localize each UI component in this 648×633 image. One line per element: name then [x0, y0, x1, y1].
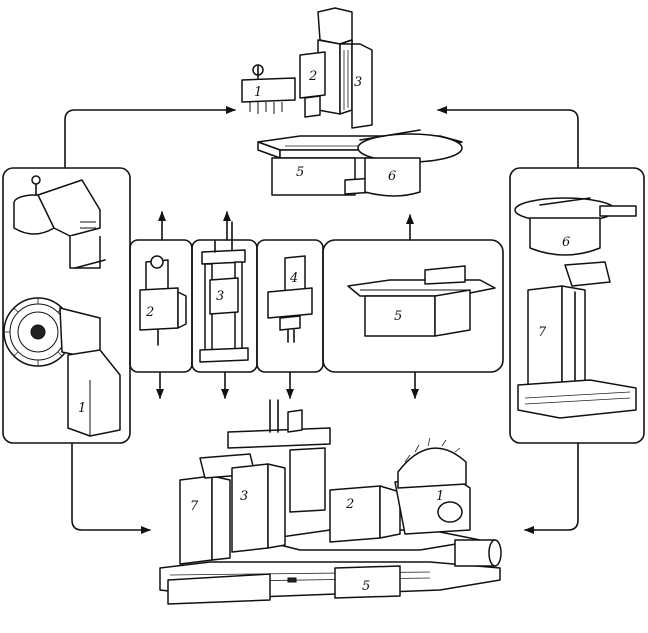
center-label-4: 4	[289, 271, 298, 286]
module-3: 3	[199, 221, 249, 363]
right-label-7: 7	[538, 325, 547, 340]
top-label-2: 2	[308, 69, 317, 84]
arrow-right-to-bottom	[524, 442, 579, 534]
bottom-label-3: 3	[240, 489, 248, 504]
bottom-machine: 7 3 2 1 5	[159, 399, 502, 605]
panel-frames	[2, 167, 645, 444]
top-column-cap	[317, 7, 353, 45]
flow-arrows	[64, 106, 579, 534]
center-label-3: 3	[216, 289, 224, 304]
top-machine: 1 2 3 5 6	[241, 7, 463, 197]
module-2: 2	[139, 255, 187, 346]
module-panel-5	[322, 239, 504, 373]
bottom-head-2	[329, 485, 381, 543]
right-module-panel	[509, 167, 645, 444]
top-head-2	[299, 51, 326, 99]
left-panel-content: 1	[3, 175, 121, 437]
bottom-label-1: 1	[436, 489, 444, 504]
top-label-1: 1	[254, 85, 262, 100]
bottom-label-2: 2	[345, 497, 354, 512]
top-label-6: 6	[388, 169, 396, 184]
top-head-1	[241, 77, 296, 103]
top-label-5: 5	[296, 165, 304, 180]
center-label-2: 2	[145, 305, 154, 320]
right-column-7	[527, 285, 563, 395]
arrow-left-to-bottom	[71, 442, 151, 534]
module-5: 5	[347, 265, 496, 337]
module-4: 4	[267, 255, 313, 343]
bottom-base-5	[334, 565, 401, 599]
left-label-1: 1	[78, 401, 86, 416]
top-base-5	[271, 157, 356, 196]
right-label-6: 6	[562, 235, 570, 250]
bottom-column-3	[231, 463, 269, 553]
arrow-right-to-top	[437, 106, 579, 169]
top-label-3: 3	[354, 75, 362, 90]
bottom-column-7	[179, 475, 213, 565]
right-panel-content: 6 7	[514, 197, 637, 419]
bottom-label-5: 5	[362, 579, 370, 594]
arrow-left-to-top	[64, 106, 236, 169]
left-base-1	[67, 349, 121, 437]
center-label-5: 5	[394, 309, 402, 324]
bottom-label-7: 7	[190, 499, 199, 514]
